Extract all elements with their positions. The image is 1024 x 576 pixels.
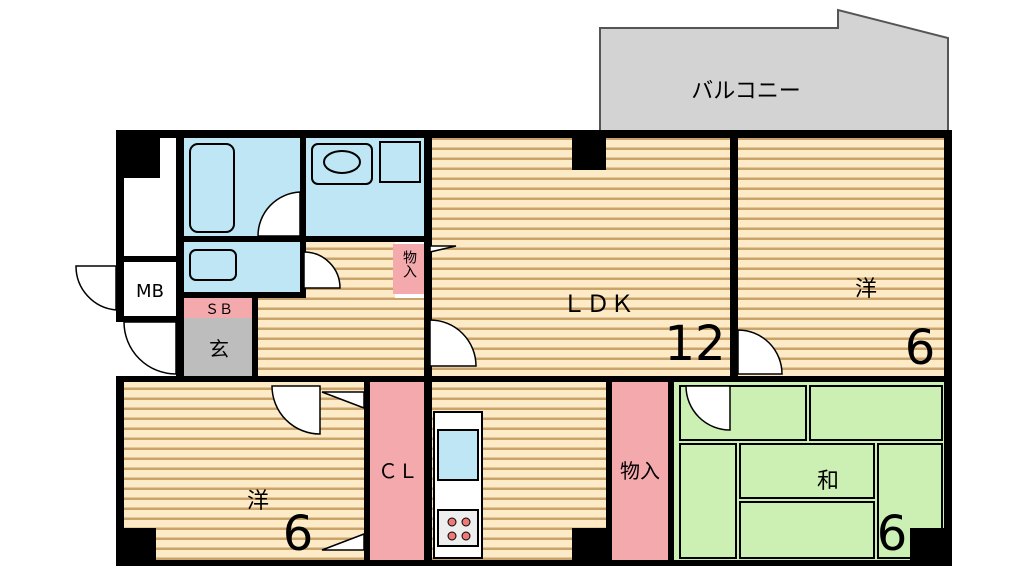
western-room-west-floor bbox=[118, 380, 368, 564]
bathtub bbox=[189, 143, 235, 233]
washing-pan bbox=[379, 141, 421, 183]
sink bbox=[311, 143, 373, 185]
ldk-floor bbox=[428, 136, 732, 378]
hall-floor bbox=[256, 298, 428, 378]
western-room-east-floor bbox=[736, 136, 948, 378]
balcony-label: バルコニー bbox=[691, 79, 801, 104]
meter-box-label: MB bbox=[136, 281, 164, 302]
toilet-fixture bbox=[189, 249, 237, 281]
japanese-room-size: 6 bbox=[877, 506, 908, 562]
western-room-east-size: 6 bbox=[905, 320, 936, 376]
western-room-east-label: 洋 bbox=[855, 277, 877, 302]
closet-cl bbox=[368, 380, 428, 564]
entrance-floor bbox=[182, 318, 256, 378]
storage-center bbox=[610, 380, 672, 564]
shoe-box bbox=[182, 298, 256, 318]
ldk-label: ＬＤＫ bbox=[562, 290, 634, 318]
japanese-room-label: 和 bbox=[817, 469, 839, 494]
ldk-size: 12 bbox=[664, 316, 725, 372]
balcony-area bbox=[599, 8, 949, 137]
western-room-west-label: 洋 bbox=[247, 489, 269, 514]
storage-ldk bbox=[393, 244, 426, 294]
entrance-label: 玄 bbox=[209, 337, 229, 361]
storage-center-label: 物入 bbox=[620, 459, 660, 483]
closet-cl-label: ＣＬ bbox=[378, 459, 418, 483]
shoe-box-label: ＳＢ bbox=[205, 302, 233, 318]
toilet bbox=[182, 240, 304, 296]
storage-ldk-label: 物入 bbox=[401, 250, 417, 278]
western-room-west-size: 6 bbox=[283, 506, 314, 562]
washroom bbox=[304, 136, 426, 240]
